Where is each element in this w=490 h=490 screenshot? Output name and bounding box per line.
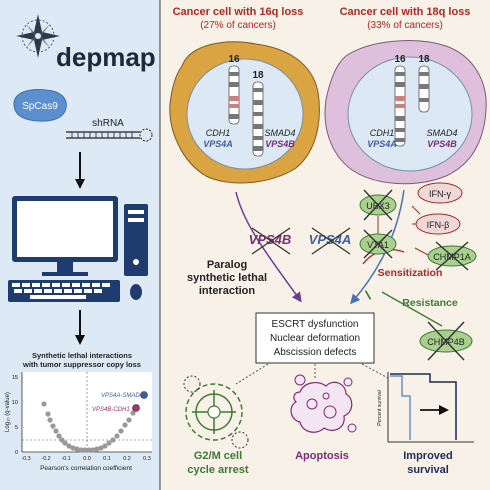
node-chmp1a-label: CHMP1A [433, 252, 471, 262]
x-mark-vps4a [311, 227, 351, 255]
cell-16q-nucleus [186, 58, 304, 170]
label-vps4a-smad4: VPS4A-SMAD4 [101, 393, 144, 399]
xtick-m02: -0.2 [41, 456, 50, 462]
survival-label-line2: survival [407, 464, 449, 476]
volcano-ylabel: Log₁₀ (q-value) [5, 392, 11, 432]
target-vps4a: VPS4A [309, 232, 352, 247]
ytick-0: 0 [15, 450, 18, 456]
node-chmp1a: CHMP1A [427, 241, 477, 271]
cell-16q-chromosome-18 [252, 81, 264, 157]
xtick-m01: -0.1 [61, 456, 70, 462]
compass-star-icon [16, 14, 60, 58]
sensitization-label: Sensitization [378, 267, 443, 279]
cell-16q-title: Cancer cell with 16q loss [173, 6, 304, 18]
g2m-label-line2: cycle arrest [187, 464, 248, 476]
node-vta1-label: VTA1 [367, 240, 389, 250]
node-ifn-gamma: IFN-γ [417, 182, 463, 204]
dotted-arrow-survival [361, 363, 389, 379]
node-vta1: VTA1 [359, 229, 397, 259]
target-vps4b: VPS4B [249, 232, 292, 247]
cell-16q-subtitle: (27% of cancers) [200, 20, 276, 31]
volcano-plot: Synthetic lethal interactions with tumor… [5, 351, 152, 472]
cell-18q-nucleus [347, 56, 473, 172]
sensitization-network: UBX3 IFN-γ IFN-β VTA1 CHMP1A Sensitizati… [359, 182, 477, 279]
x-mark-vps4b [251, 227, 291, 255]
cell-16q-gene-cdh1: CDH1 [206, 128, 231, 138]
cell-18q-chr18-label: 18 [418, 54, 430, 65]
cell-18q-gene-vps4a: VPS4A [367, 139, 397, 149]
node-ifn-beta: IFN-β [415, 213, 461, 235]
survival-curve-control [390, 375, 411, 440]
cell-16q-chr18-label: 18 [252, 70, 264, 81]
ytick-10: 10 [12, 400, 18, 406]
cell-18q-gene-smad4: SMAD4 [426, 128, 457, 138]
xtick-m03: -0.3 [21, 456, 30, 462]
survival-label-line1: Improved [403, 450, 453, 462]
node-ubx3: UBX3 [359, 189, 397, 221]
depmap-logo: depmap [16, 14, 156, 72]
escrt-line1: ESCRT dysfunction [272, 319, 359, 330]
cell-18q-subtitle: (33% of cancers) [367, 20, 443, 31]
apoptosis-label: Apoptosis [295, 450, 349, 462]
volcano-title-line2: with tumor suppressor copy loss [22, 360, 141, 369]
logo-text: depmap [56, 42, 156, 72]
paralog-label-line3: interaction [199, 285, 256, 297]
xtick-0: 0.0 [83, 456, 91, 462]
ytick-15: 15 [12, 375, 18, 381]
spcas9-blob: SpCas9 [13, 89, 67, 122]
apoptosis-cell-icon [290, 374, 357, 433]
paralog-label-line2: synthetic lethal [187, 272, 267, 284]
volcano-xlabel: Pearson's correlation coefficient [40, 465, 132, 472]
shrna-hairpin-icon [66, 128, 153, 142]
shrna-label: shRNA [92, 118, 124, 129]
cell-18q-gene-cdh1: CDH1 [370, 128, 395, 138]
xtick-03: 0.3 [143, 456, 151, 462]
cell-18q: 16 18 CDH1 VPS4A SMAD4 VPS4B [324, 40, 487, 185]
escrt-box-frame [255, 312, 375, 364]
paralog-label-line1: Paralog [207, 259, 247, 271]
volcano-points [41, 401, 140, 453]
ytick-5: 5 [15, 425, 18, 431]
spcas9-label: SpCas9 [22, 101, 58, 112]
point-vps4b-cdh1 [132, 404, 140, 412]
cell-16q-chromosome-16 [228, 65, 240, 125]
resistance-branch: Resistance CHMP4B [364, 290, 473, 361]
node-ifn-beta-label: IFN-β [427, 220, 450, 230]
cell-18q-chromosome-16 [394, 65, 406, 147]
cell-16q-gene-smad4: SMAD4 [264, 128, 295, 138]
cell-18q-title: Cancer cell with 18q loss [340, 6, 471, 18]
resistance-label: Resistance [402, 297, 458, 309]
point-vps4a-smad4 [140, 391, 148, 399]
escrt-line2: Nuclear deformation [270, 333, 360, 344]
g2m-label-line1: G2/M cell [194, 450, 242, 462]
inhibition-bar [364, 290, 372, 300]
arrow-16q-to-escrt [235, 191, 302, 303]
label-vps4b-cdh1: VPS4B-CDH1 [92, 407, 130, 413]
escrt-box: ESCRT dysfunction Nuclear deformation Ab… [255, 312, 375, 364]
node-chmp4b: CHMP4B [419, 321, 473, 361]
volcano-title-line1: Synthetic lethal interactions [32, 351, 132, 360]
computer-icon [8, 196, 148, 302]
g2m-cell-icon [183, 375, 249, 449]
cell-16q-gene-vps4b: VPS4B [265, 139, 295, 149]
cell-18q-chr16-label: 16 [394, 54, 406, 65]
survival-ylabel: Percent survival [377, 390, 383, 426]
escrt-line3: Abscission defects [274, 347, 357, 358]
survival-plot-icon: Percent survival [377, 372, 474, 443]
cell-16q-gene-vps4a: VPS4A [203, 139, 233, 149]
cell-18q-chromosome-18 [418, 65, 430, 113]
cell-16q-chr16-label: 16 [228, 54, 240, 65]
cell-18q-gene-vps4b: VPS4B [427, 139, 457, 149]
survival-curve-treated [390, 373, 457, 440]
node-ifn-gamma-label: IFN-γ [429, 189, 451, 199]
cell-16q: 16 18 CDH1 VPS4A SMAD4 VPS4B [169, 41, 320, 184]
xtick-01: 0.1 [103, 456, 111, 462]
xtick-02: 0.2 [123, 456, 131, 462]
